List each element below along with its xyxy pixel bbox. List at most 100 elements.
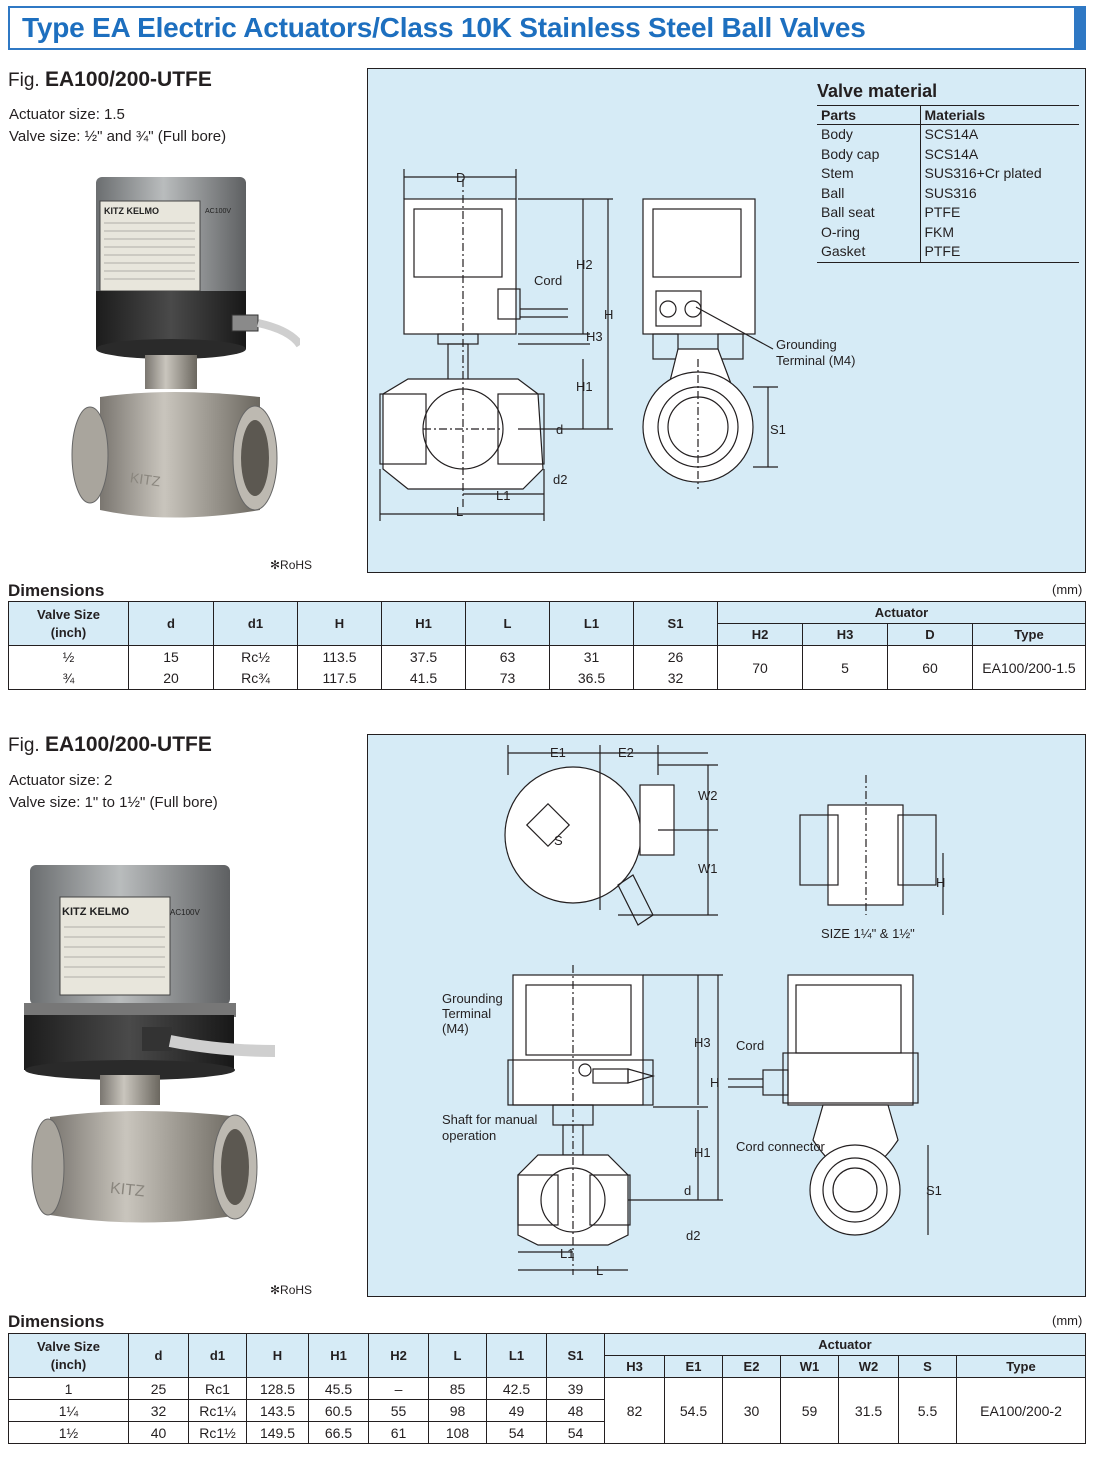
header-S1: S1 (633, 601, 718, 646)
dimensions-title-1: Dimensions (8, 581, 105, 600)
label-d: d (556, 422, 563, 437)
header-valve-size-2: (inch) (50, 1356, 87, 1372)
cell-E2: 30 (722, 1377, 781, 1444)
header-valve-size-2: (inch) (50, 624, 87, 640)
label-size-note: SIZE 1¼" & 1½" (821, 926, 915, 941)
fig-code: EA100/200-UTFE (44, 733, 212, 756)
cell-H: 113.5 (297, 645, 382, 668)
material-part: Body (821, 126, 853, 142)
photo-body-mark: KITZ (109, 1180, 145, 1201)
cell-S1: 26 (633, 645, 718, 668)
material-part: Body cap (821, 145, 880, 162)
header-type: Type (972, 623, 1086, 646)
dimension-drawing-2: E1 E2 W2 W1 S H SIZE 1¼" & 1½" Grounding… (442, 745, 945, 1278)
cell-L1: 42.5 (486, 1377, 547, 1400)
rohs-note-2: ✻RoHS (270, 1283, 313, 1297)
table-row: 1½ 40 Rc1½ 149.5 66.5 61 108 54 54 (8, 1421, 1086, 1444)
cell-d: 20 (128, 667, 214, 690)
label-L: L (456, 504, 463, 519)
cell-d1: Rc¾ (213, 667, 298, 690)
cell-L: 98 (428, 1399, 487, 1422)
cell-H: 128.5 (246, 1377, 309, 1400)
header-D: D (887, 623, 973, 646)
cell-size: 1 (8, 1377, 129, 1400)
table-row: ½ 15 Rc½ 113.5 37.5 63 31 26 70 5 60 EA1… (8, 645, 1086, 690)
label-H1: H1 (576, 379, 593, 394)
material-value: FKM (919, 222, 1079, 242)
actuator-size-1: Actuator size: 1.5 (9, 106, 125, 123)
cell-d: 25 (128, 1377, 189, 1400)
product-photo-1: KITZ KELMO AC100V KITZ (60, 165, 300, 540)
cell-H1: 60.5 (308, 1399, 369, 1422)
label-L1: L1 (496, 488, 510, 503)
cell-W1: 59 (780, 1377, 839, 1444)
header-actuator: Actuator (604, 1333, 1086, 1356)
header-H1: H1 (381, 601, 466, 646)
dimensions-table-2: Valve Size (inch) d d1 H H1 H2 L L1 S1 A… (8, 1333, 1086, 1444)
cell-L1: 49 (486, 1399, 547, 1422)
header-W2: W2 (838, 1355, 899, 1378)
rohs-note-1: ✻RoHS (270, 558, 313, 572)
cell-L1: 31 (549, 645, 634, 668)
label-S1: S1 (926, 1183, 942, 1198)
fig-prefix: Fig. (8, 70, 40, 91)
table-row: 1 25 Rc1 128.5 45.5 – 85 42.5 39 82 54.5… (8, 1377, 1086, 1444)
cell-d1: Rc1½ (188, 1421, 247, 1444)
cell-L1: 54 (486, 1421, 547, 1444)
header-H: H (297, 601, 382, 646)
label-d2: d2 (686, 1228, 700, 1243)
cell-S1: 54 (546, 1421, 605, 1444)
label-d2: d2 (553, 472, 567, 487)
cell-H: 143.5 (246, 1399, 309, 1422)
header-d1: d1 (213, 601, 298, 646)
cell-size: 1½ (8, 1421, 129, 1444)
cell-H2: 70 (717, 645, 803, 690)
material-header-parts: Parts (817, 105, 920, 125)
cell-size: ¾ (8, 667, 129, 690)
dimension-drawing-1: D H2 H H3 H1 d d2 L1 L S1 Cord Grounding… (379, 169, 855, 521)
cell-H3: 82 (604, 1377, 665, 1444)
product-photo-2: KITZ KELMO AC100V KITZ (20, 855, 275, 1235)
cell-S1: 32 (633, 667, 718, 690)
label-W1: W1 (698, 861, 718, 876)
material-value: PTFE (919, 242, 1079, 263)
material-part: Gasket (817, 242, 920, 263)
header-valve-size-1: Valve Size (37, 606, 100, 622)
label-cord: Cord (736, 1038, 764, 1053)
photo-voltage: AC100V (170, 908, 200, 917)
cell-L: 73 (465, 667, 550, 690)
cell-H: 117.5 (297, 667, 382, 690)
material-part: O-ring (821, 223, 860, 240)
cell-H1: 41.5 (381, 667, 466, 690)
material-value: SUS316 (919, 183, 1079, 203)
label-grounding: Grounding (442, 991, 503, 1006)
cell-d: 32 (128, 1399, 189, 1422)
header-E2: E2 (722, 1355, 781, 1378)
cell-size: 1¼ (8, 1399, 129, 1422)
label-H3: H3 (694, 1035, 711, 1050)
table-row: 1¼ 32 Rc1¼ 143.5 60.5 55 98 49 48 (8, 1399, 1086, 1422)
header-L: L (465, 601, 550, 646)
header-type: Type (956, 1355, 1086, 1378)
photo-body-mark: KITZ (129, 469, 162, 489)
header-L1: L1 (549, 601, 634, 646)
label-S: S (554, 833, 563, 848)
cell-H2: 55 (368, 1399, 429, 1422)
dimensions-table-1: Valve Size (inch) d d1 H H1 L L1 S1 Actu… (8, 601, 1086, 690)
cell-D: 60 (887, 645, 973, 690)
header-valve-size: Valve Size (inch) (8, 1333, 129, 1378)
header-S: S (898, 1355, 957, 1378)
label-grounding: Grounding (776, 337, 837, 352)
photo-brand: KITZ KELMO (62, 906, 130, 918)
header-L1: L1 (486, 1333, 547, 1378)
label-D: D (456, 170, 465, 185)
label-cord: Cord (534, 273, 562, 288)
cell-d: 15 (128, 645, 214, 668)
label-H2: H2 (576, 257, 593, 272)
material-header-materials: Materials (919, 105, 1079, 125)
